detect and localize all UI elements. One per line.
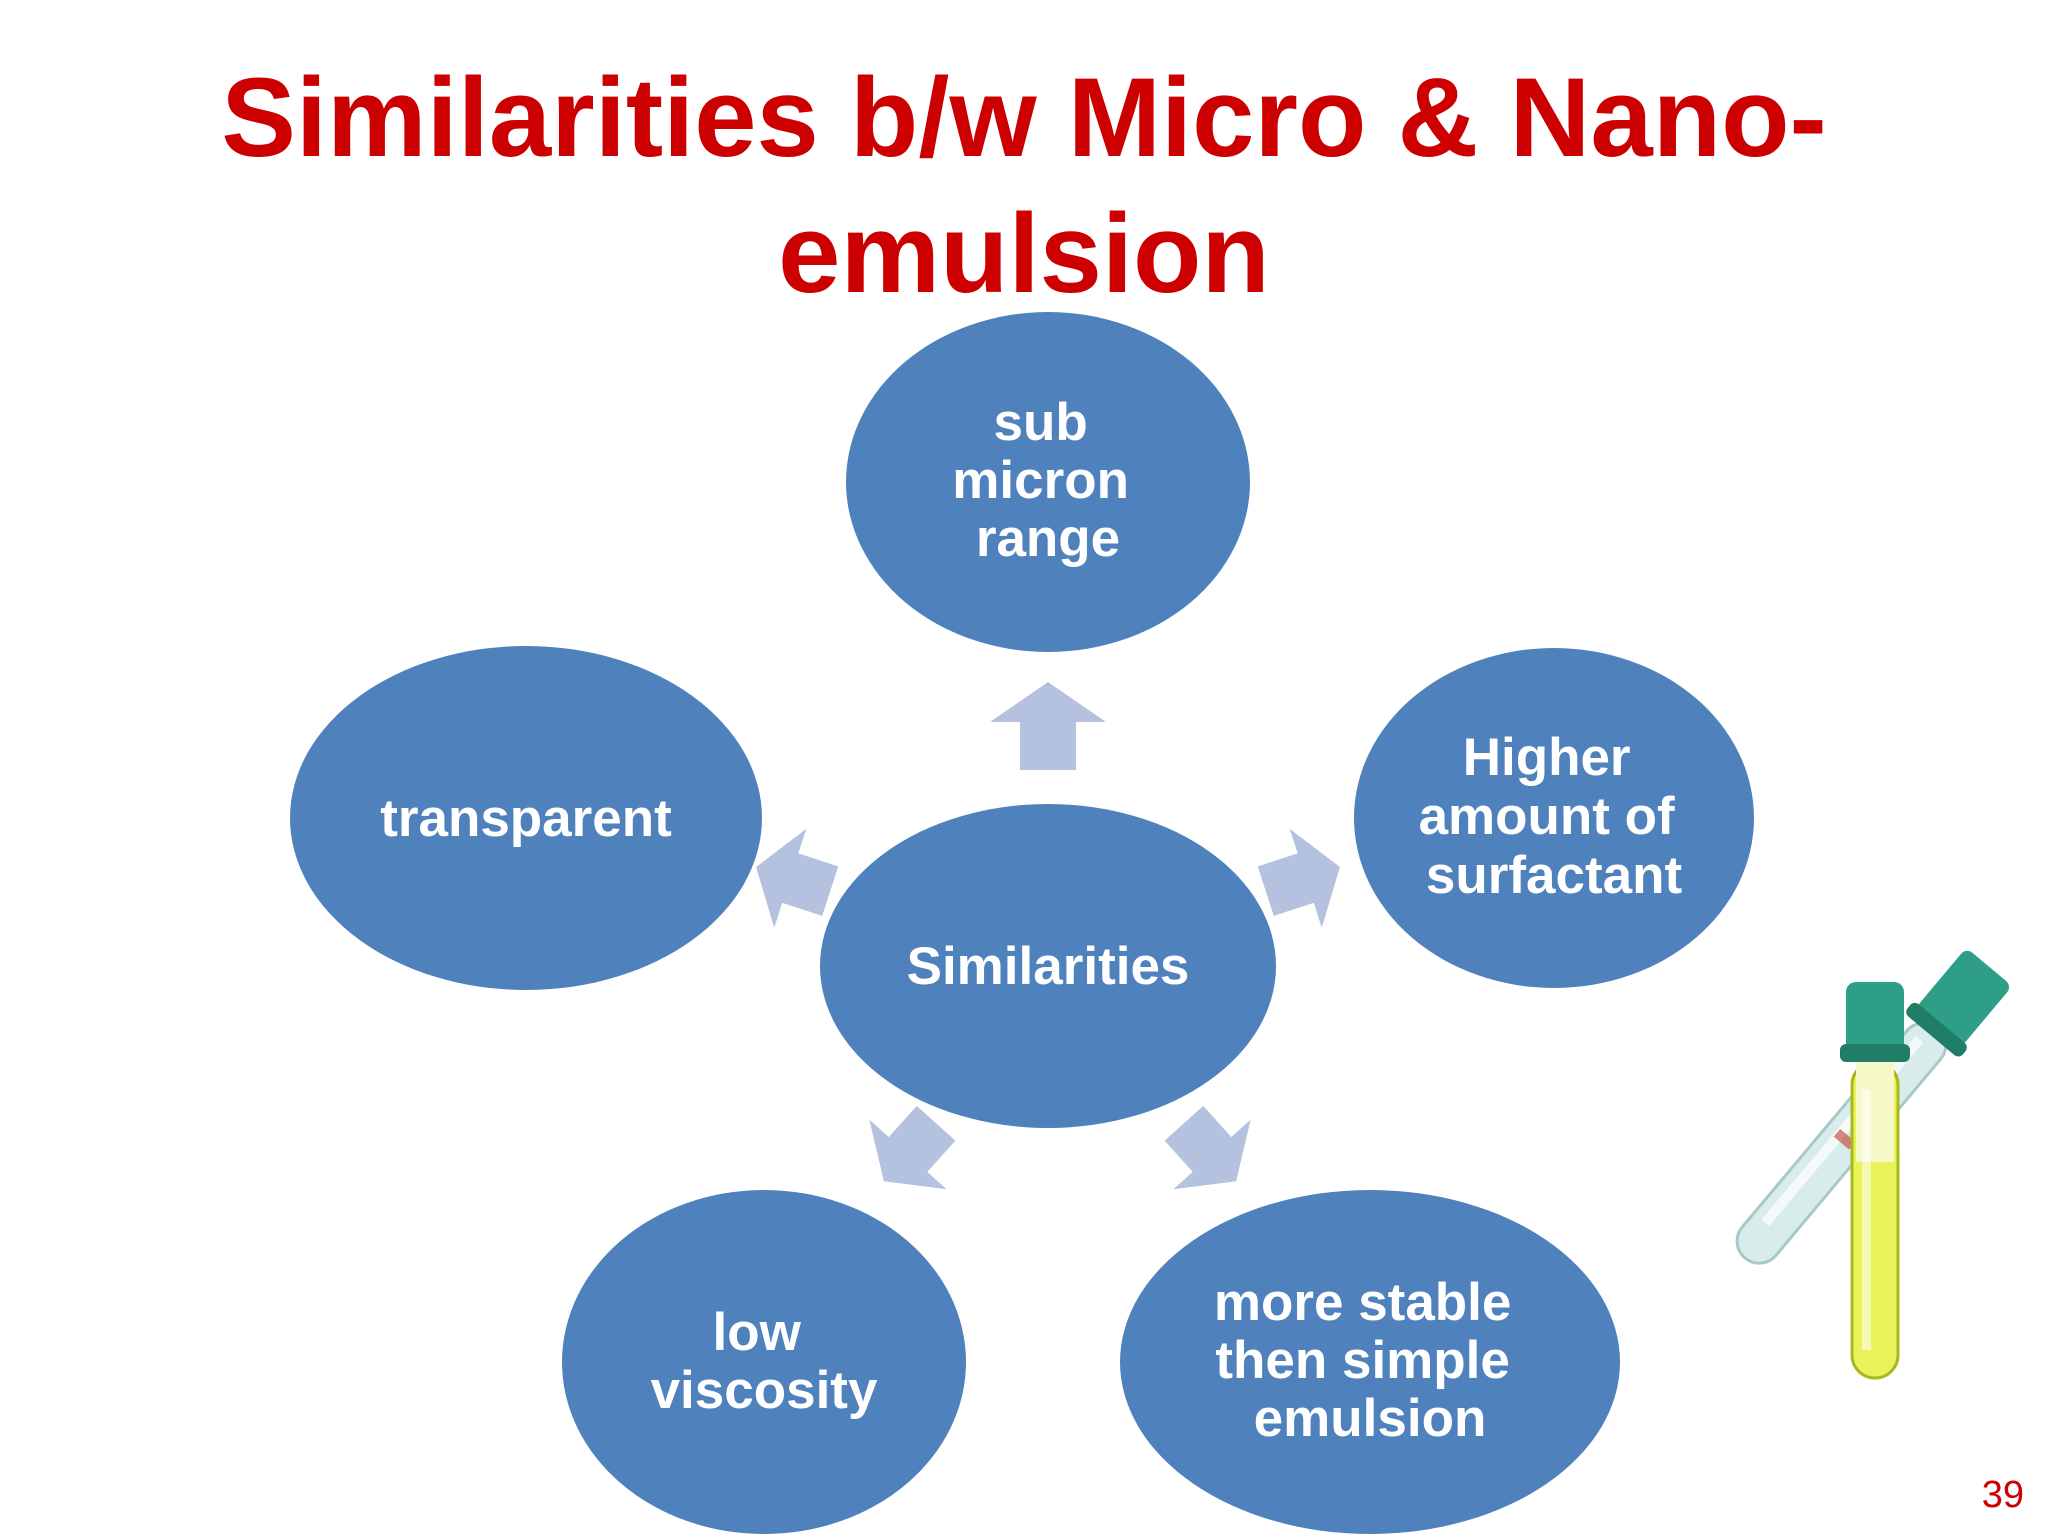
node-low-viscosity-label: low viscosity — [651, 1303, 878, 1420]
node-label-line: Higher — [1463, 728, 1631, 787]
slide-title-line-1: Similarities b/w Micro & Nano- — [221, 55, 1827, 180]
page-number: 39 — [1981, 1474, 2024, 1516]
node-transparent-label: transparent — [380, 789, 672, 848]
center-node-label-line: Similarities — [907, 937, 1190, 996]
node-higher-amount-of-surfactant-label: Higher amount of surfactant — [1419, 728, 1690, 905]
node-label-line: more stable — [1214, 1273, 1512, 1332]
node-more-stable-then-simple-emulsion: more stable then simple emulsion — [1120, 1190, 1620, 1534]
node-sub-micron-range: sub micron range — [846, 312, 1250, 652]
node-label-line: then simple — [1215, 1331, 1510, 1390]
arrow-down-left — [869, 1105, 956, 1190]
arrow-left — [756, 828, 839, 928]
slide-title: Similarities b/w Micro & Nano- emulsion — [0, 50, 2048, 322]
test-tubes-icon — [1735, 950, 2009, 1380]
center-node-label: Similarities — [907, 937, 1190, 996]
node-label-line: range — [976, 509, 1120, 568]
slide-title-line-2: emulsion — [778, 191, 1270, 316]
node-label-line: sub — [994, 393, 1088, 452]
center-node: Similarities — [820, 804, 1276, 1128]
node-label-line: surfactant — [1426, 846, 1682, 905]
arrow-down-right — [1164, 1105, 1251, 1190]
arrows — [756, 682, 1340, 1190]
node-label-line: amount of — [1419, 787, 1675, 846]
node-label-line: viscosity — [651, 1361, 878, 1420]
node-low-viscosity: low viscosity — [562, 1190, 966, 1534]
node-label-line: micron — [952, 451, 1129, 510]
node-label-line: emulsion — [1254, 1389, 1487, 1448]
node-transparent: transparent — [290, 646, 762, 990]
node-label-line: transparent — [380, 789, 672, 848]
arrow-right — [1257, 828, 1340, 928]
node-sub-micron-range-label: sub micron range — [952, 393, 1143, 568]
node-more-stable-then-simple-emulsion-label: more stable then simple emulsion — [1214, 1273, 1526, 1448]
node-higher-amount-of-surfactant: Higher amount of surfactant — [1354, 648, 1754, 988]
arrow-up — [990, 682, 1106, 770]
node-label-line: low — [712, 1303, 801, 1362]
